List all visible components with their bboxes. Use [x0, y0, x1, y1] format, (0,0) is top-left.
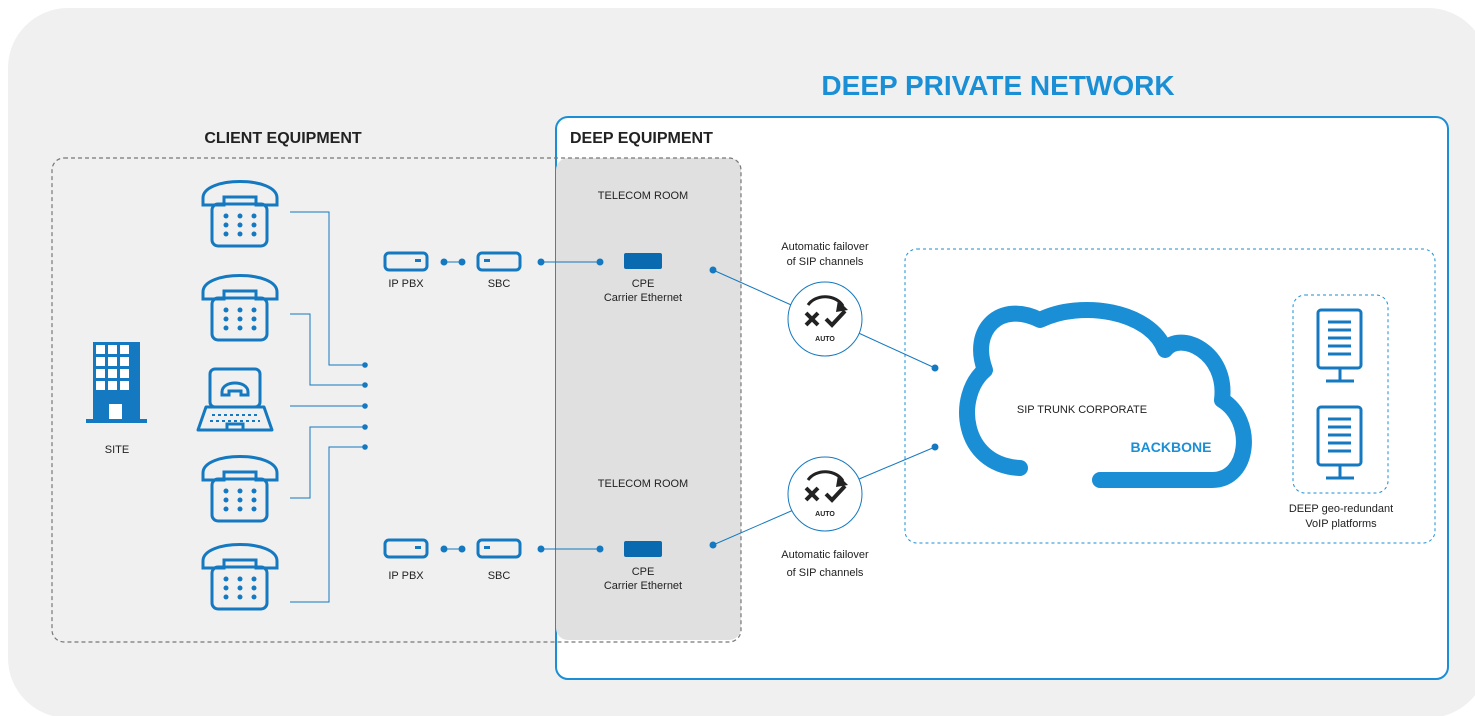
sbc-label: SBC — [488, 570, 511, 582]
sbc-led — [484, 546, 490, 549]
building-icon — [86, 342, 147, 423]
device-link — [440, 258, 604, 266]
ippbx-led — [415, 546, 421, 549]
telephone-icon — [201, 455, 279, 523]
platforms-label: DEEP geo-redundant — [1289, 503, 1393, 515]
server-icon — [1316, 308, 1363, 383]
cpe-device — [624, 541, 662, 557]
telecom-room-label: TELECOM ROOM — [598, 478, 688, 490]
client-equipment-box — [51, 157, 742, 643]
failover-text: Automatic failover — [781, 549, 869, 561]
failover-link — [709, 266, 939, 549]
cloud-icon — [959, 302, 1252, 488]
cloud-label: SIP TRUNK CORPORATE — [1017, 404, 1147, 416]
client-wiring — [290, 211, 365, 603]
auto-badge: AUTO — [815, 511, 835, 518]
ippbx-label: IP PBX — [388, 278, 424, 290]
backbone-label: BACKBONE — [1131, 439, 1212, 455]
router-icon — [476, 251, 522, 272]
cpe-sublabel: Carrier Ethernet — [604, 292, 682, 304]
client-equipment-title: CLIENT EQUIPMENT — [204, 130, 362, 147]
router-icon — [476, 538, 522, 559]
telephone-icon — [201, 543, 279, 611]
sbc-led — [484, 259, 490, 262]
failover-text: of SIP channels — [787, 567, 864, 579]
cpe-label: CPE — [632, 566, 655, 578]
ippbx-label: IP PBX — [388, 570, 424, 582]
failover-text: of SIP channels — [787, 256, 864, 268]
telephone-icon — [201, 274, 279, 342]
site-label: SITE — [105, 444, 129, 456]
router-icon — [383, 538, 429, 559]
failover-icon — [787, 456, 863, 532]
network-title: DEEP PRIVATE NETWORK — [821, 70, 1174, 101]
platforms-box — [1292, 294, 1389, 494]
backbone-box — [904, 248, 1436, 544]
cpe-device — [624, 253, 662, 269]
failover-icon — [787, 281, 863, 357]
device-link — [440, 545, 604, 553]
ippbx-led — [415, 259, 421, 262]
auto-badge: AUTO — [815, 336, 835, 343]
cpe-label: CPE — [632, 278, 655, 290]
cpe-sublabel: Carrier Ethernet — [604, 580, 682, 592]
telecom-room-panel — [556, 158, 741, 640]
laptop-phone-icon — [196, 367, 274, 432]
telephone-icon — [201, 180, 279, 248]
telecom-room-label: TELECOM ROOM — [598, 190, 688, 202]
platforms-sublabel: VoIP platforms — [1305, 518, 1377, 530]
wiring-dots — [362, 362, 368, 450]
router-icon — [383, 251, 429, 272]
sbc-label: SBC — [488, 278, 511, 290]
deep-equipment-title: DEEP EQUIPMENT — [570, 130, 713, 147]
server-icon — [1316, 405, 1363, 480]
failover-text: Automatic failover — [781, 241, 869, 253]
